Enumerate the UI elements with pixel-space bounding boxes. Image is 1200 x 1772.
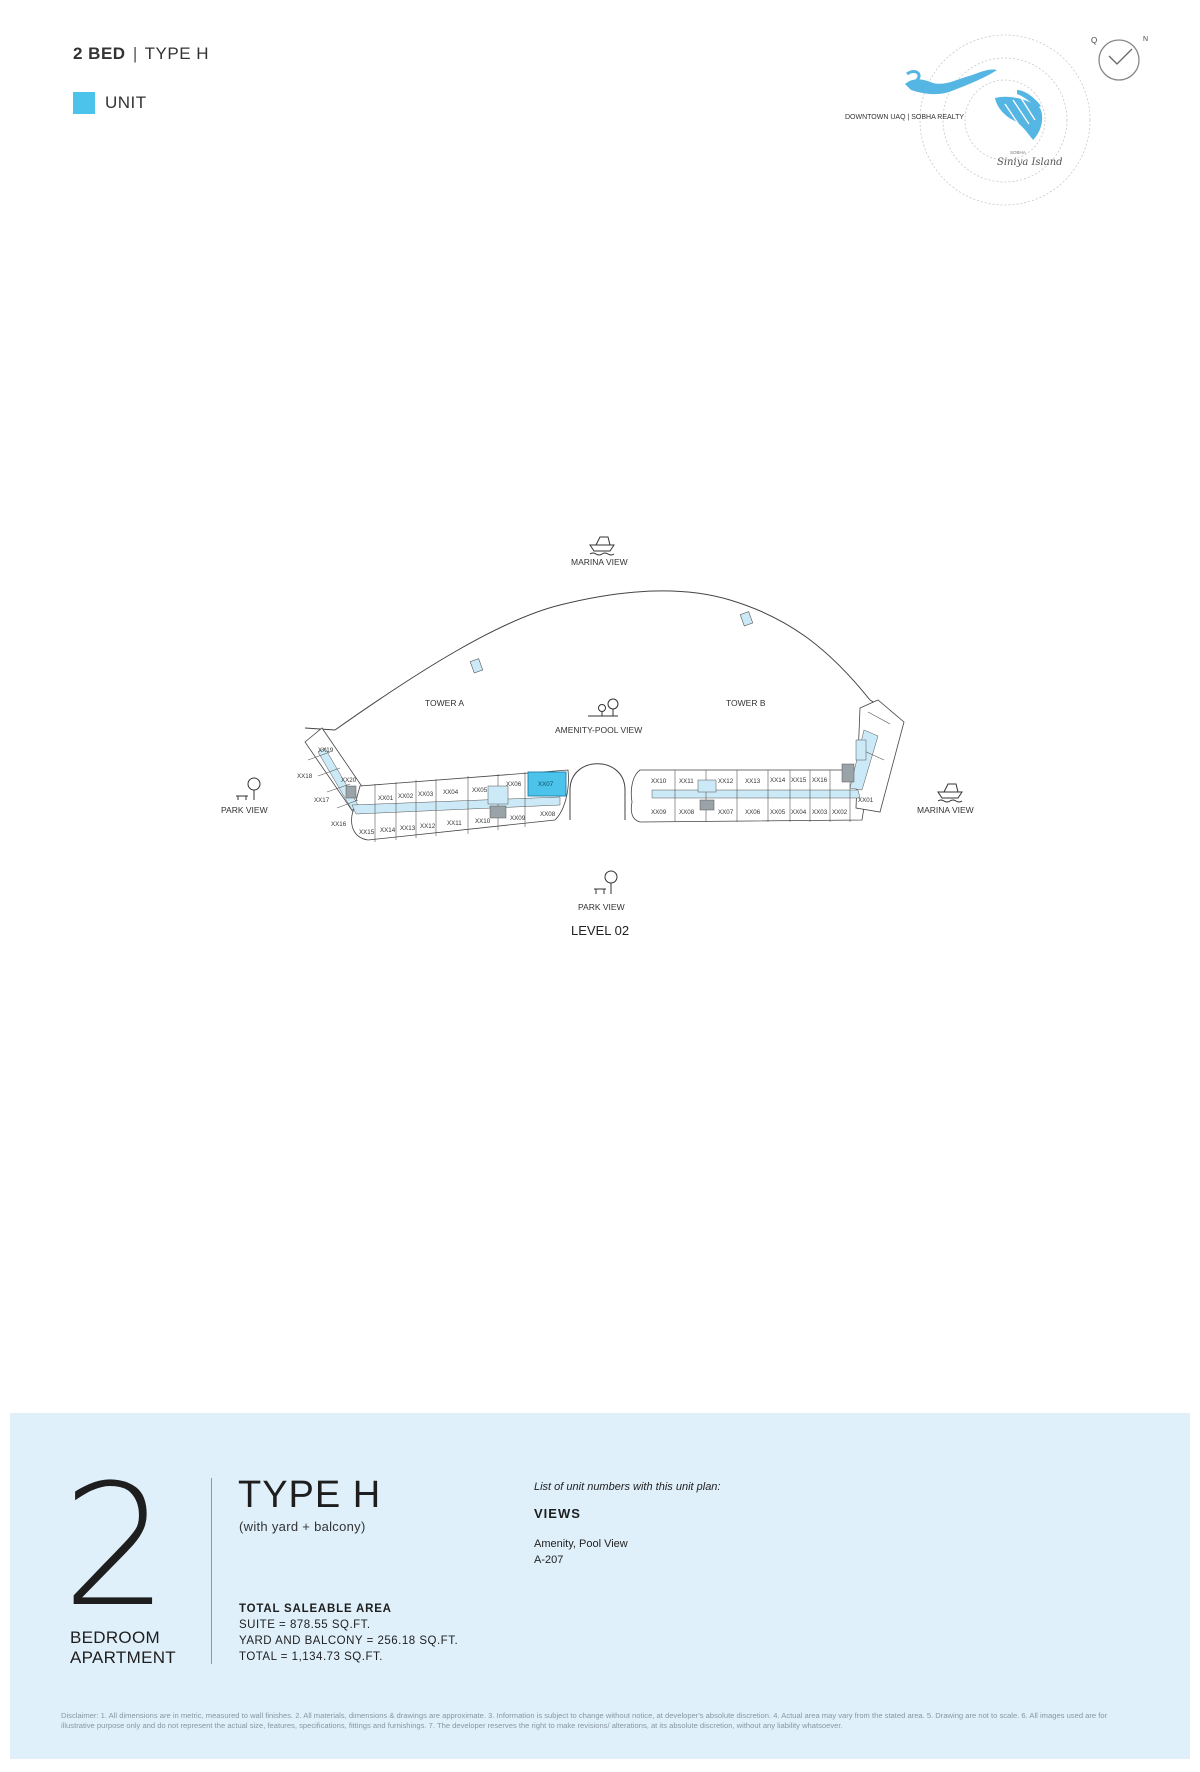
bedroom-count: 2 xyxy=(62,1448,169,1644)
legend-label: UNIT xyxy=(105,93,147,112)
unit-label: XX12 xyxy=(718,778,734,785)
plan-heading: 2 BED | TYPE H xyxy=(73,44,209,64)
unit-label: XX08 xyxy=(679,809,695,816)
unit-type-label: TYPE H xyxy=(144,44,210,63)
unit-label: XX06 xyxy=(745,809,761,816)
unit-label: XX04 xyxy=(443,789,459,796)
boat-icon xyxy=(937,783,963,803)
bedroom-label-line1: BEDROOM xyxy=(70,1628,160,1647)
logo-small-text: SOBHA xyxy=(1010,150,1026,155)
tree-bench-icon xyxy=(236,777,261,800)
park-view-bottom-label: PARK VIEW xyxy=(578,902,625,912)
unit-label: XX05 xyxy=(472,787,488,794)
suite-area: SUITE = 878.55 SQ.FT. xyxy=(239,1619,371,1631)
entrance-arch xyxy=(569,763,626,820)
unit-label: XX09 xyxy=(651,809,667,816)
unit-label: XX16 xyxy=(812,777,828,784)
tower-b-block xyxy=(630,699,905,823)
park-view-left-label: PARK VIEW xyxy=(221,805,268,815)
tower-a-label: TOWER A xyxy=(425,698,464,708)
unit-label: XX08 xyxy=(540,811,556,818)
unit-label: XX11 xyxy=(447,820,462,827)
unit-label: XX17 xyxy=(314,797,330,804)
island-shape xyxy=(995,90,1043,140)
unit-label: XX18 xyxy=(297,773,313,780)
unit-label: XX20 xyxy=(341,777,357,784)
unit-color-swatch xyxy=(73,92,95,114)
unit-label: XX06 xyxy=(506,781,522,788)
core-marker xyxy=(739,611,754,627)
disclaimer-text: Disclaimer: 1. All dimensions are in met… xyxy=(61,1711,1108,1730)
total-area: TOTAL = 1,134.73 SQ.FT. xyxy=(239,1651,383,1663)
logo-script-text: Siniya Island xyxy=(997,157,1063,168)
podium-outline xyxy=(334,590,871,731)
unit-label: XX14 xyxy=(380,827,396,834)
unit-label: XX01 xyxy=(858,797,874,804)
amenity-pool-view-label: AMENITY-POOL VIEW xyxy=(555,725,642,735)
unit-label: XX07 xyxy=(718,809,734,816)
views-value: Amenity, Pool View xyxy=(534,1538,628,1550)
core-marker xyxy=(469,658,484,674)
location-key-map: DOWNTOWN UAQ | SOBHA REALTY SOBHA Siniya… xyxy=(845,34,1091,206)
unit-label: XX01 xyxy=(378,795,394,802)
bedroom-label-line2: APARTMENT xyxy=(70,1648,176,1667)
unit-label: XX16 xyxy=(331,821,347,828)
unit-label: XX19 xyxy=(318,747,334,754)
unit-label: XX10 xyxy=(651,778,667,785)
views-heading: VIEWS xyxy=(534,1506,581,1521)
unit-label: XX15 xyxy=(791,777,807,784)
marina-view-top-label: MARINA VIEW xyxy=(571,557,628,567)
unit-label: XX05 xyxy=(770,809,786,816)
unit-number: A-207 xyxy=(534,1554,564,1566)
unit-label: XX11 xyxy=(679,778,694,785)
type-subtitle: (with yard + balcony) xyxy=(239,1519,366,1534)
legend: UNIT xyxy=(73,92,147,114)
unit-label: XX04 xyxy=(791,809,807,816)
unit-list-note: List of unit numbers with this unit plan… xyxy=(534,1481,721,1493)
boat-icon xyxy=(589,536,615,556)
panel-divider xyxy=(211,1478,212,1664)
unit-label: XX02 xyxy=(832,809,848,816)
marina-view-right-label: MARINA VIEW xyxy=(917,805,974,815)
unit-label: XX15 xyxy=(359,829,375,836)
floor-plan: XX19 XX18 XX20 XX17 XX16 XX15 XX14 XX13 … xyxy=(221,536,974,938)
location-caption: DOWNTOWN UAQ | SOBHA REALTY xyxy=(845,114,964,121)
tower-b-label: TOWER B xyxy=(726,698,766,708)
unit-info-panel xyxy=(10,1413,1190,1759)
coastline-shape xyxy=(905,69,997,95)
bed-count-label: 2 BED xyxy=(73,44,126,63)
unit-label: XX13 xyxy=(400,825,416,832)
area-heading: TOTAL SALEABLE AREA xyxy=(239,1603,392,1615)
harbor-shape xyxy=(906,70,921,82)
highlighted-unit-xx07 xyxy=(527,771,567,797)
unit-label: XX02 xyxy=(398,793,414,800)
unit-label: XX09 xyxy=(510,815,526,822)
heading-separator: | xyxy=(132,44,138,63)
unit-label-highlighted: XX07 xyxy=(538,781,554,788)
bedroom-apartment-label: BEDROOM APARTMENT xyxy=(70,1628,176,1668)
type-title: TYPE H xyxy=(238,1474,382,1516)
tower-a-block xyxy=(304,727,569,842)
amenity-tree-icon xyxy=(588,698,619,717)
unit-label: XX14 xyxy=(770,777,786,784)
compass-q-letter: Q xyxy=(1091,36,1097,45)
tree-bench-icon xyxy=(594,870,618,894)
yard-balcony-area: YARD AND BALCONY = 256.18 SQ.FT. xyxy=(239,1635,459,1647)
level-label: LEVEL 02 xyxy=(571,923,629,938)
unit-label: XX12 xyxy=(420,823,436,830)
unit-label: XX03 xyxy=(812,809,828,816)
unit-label: XX03 xyxy=(418,791,434,798)
compass-icon: Q N xyxy=(1091,36,1148,81)
compass-north-letter: N xyxy=(1143,36,1148,43)
unit-label: XX13 xyxy=(745,778,761,785)
unit-label: XX10 xyxy=(475,818,491,825)
